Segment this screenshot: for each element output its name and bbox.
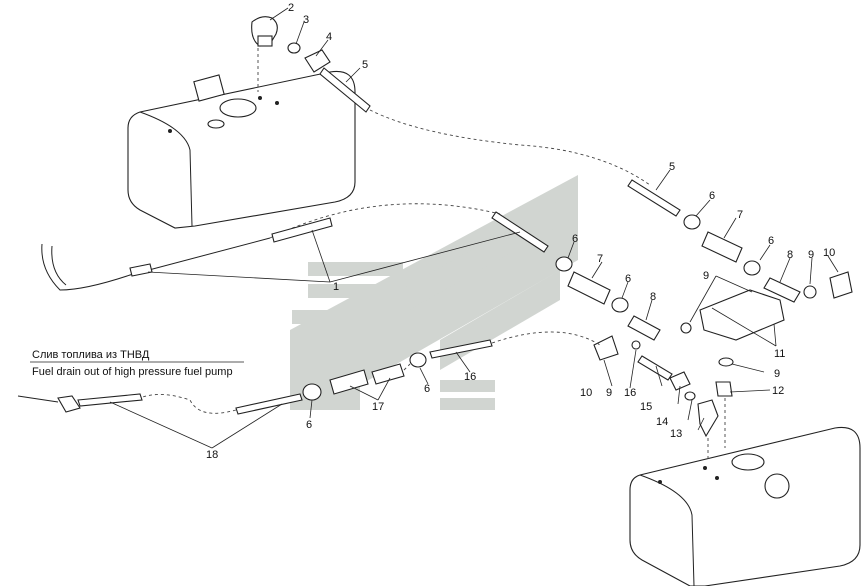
- callout-6: 6: [572, 233, 578, 245]
- leader-lines: [30, 7, 839, 449]
- callout-1: 1: [333, 281, 339, 293]
- callout-11: 11: [774, 348, 785, 360]
- callout-16: 16: [464, 371, 476, 383]
- callout-13: 13: [670, 428, 682, 440]
- callout-14: 14: [656, 416, 668, 428]
- drain-note: Слив топлива из ТНВД Fuel drain out of h…: [32, 349, 233, 378]
- fitting-parts-top: [251, 16, 651, 186]
- callout-16: 16: [624, 387, 636, 399]
- callout-5: 5: [669, 161, 675, 173]
- callout-labels: 2 3 4 5 5 6 7 6 8 9 10 1 6 7 6 8 9 11 9 …: [206, 2, 835, 461]
- drain-note-ru: Слив топлива из ТНВД: [32, 349, 150, 361]
- fuel-tank-upper: [127, 70, 356, 229]
- callout-9: 9: [703, 270, 709, 282]
- watermark-logo: [290, 175, 578, 410]
- callout-15: 15: [640, 401, 652, 413]
- callout-7: 7: [597, 253, 603, 265]
- callout-12: 12: [772, 385, 784, 397]
- callout-2: 2: [288, 2, 294, 14]
- callout-10: 10: [580, 387, 592, 399]
- callout-6: 6: [424, 383, 430, 395]
- supply-line-parts: [555, 256, 785, 460]
- callout-8: 8: [787, 249, 793, 261]
- callout-6: 6: [625, 273, 631, 285]
- fuel-tank-lower: [629, 426, 861, 586]
- callout-7: 7: [737, 209, 743, 221]
- callout-18: 18: [206, 449, 218, 461]
- callout-5: 5: [362, 59, 368, 71]
- callout-17: 17: [372, 401, 384, 413]
- callout-6: 6: [768, 235, 774, 247]
- drain-line-parts: [17, 331, 601, 415]
- callout-6: 6: [306, 419, 312, 431]
- callout-9: 9: [808, 249, 814, 261]
- callout-3: 3: [303, 14, 309, 26]
- drain-note-en: Fuel drain out of high pressure fuel pum…: [32, 366, 233, 378]
- callout-4: 4: [326, 31, 332, 43]
- callout-10: 10: [823, 247, 835, 259]
- callout-6: 6: [709, 190, 715, 202]
- callout-8: 8: [650, 291, 656, 303]
- return-line-parts: [627, 179, 853, 303]
- callout-9: 9: [774, 368, 780, 380]
- callout-9: 9: [606, 387, 612, 399]
